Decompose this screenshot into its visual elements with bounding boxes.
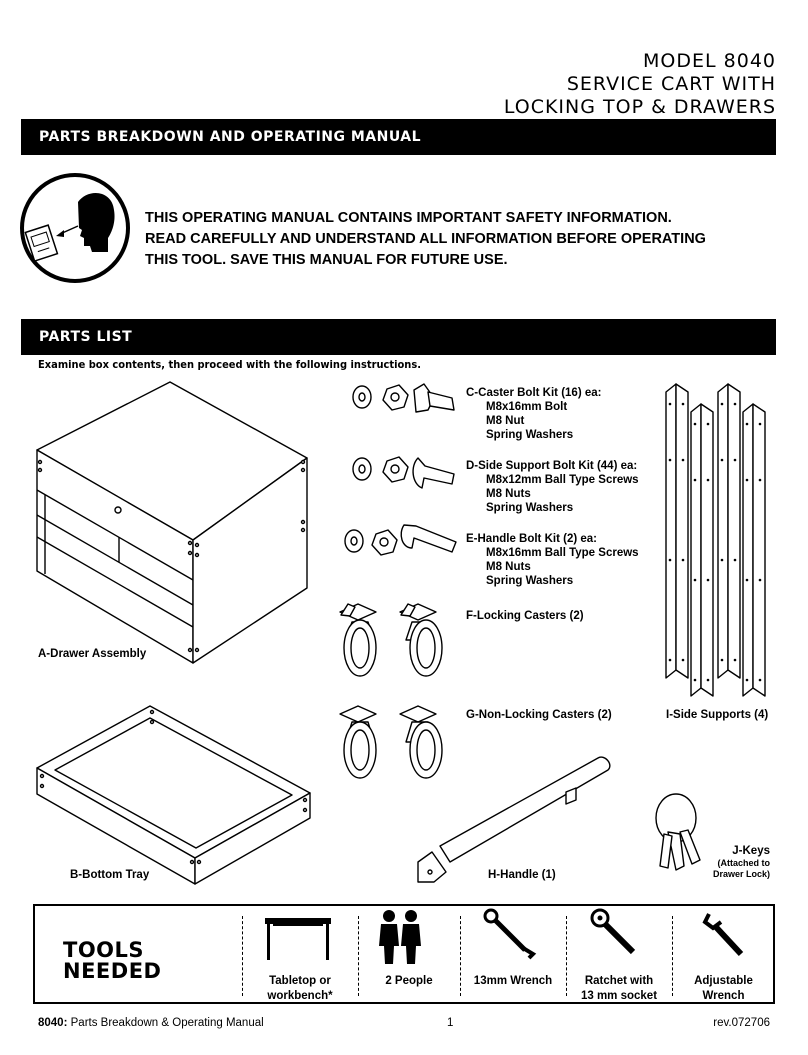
part-e-item: M8 Nuts — [486, 561, 531, 573]
part-e-title: E-Handle Bolt Kit (2) ea: — [466, 533, 597, 545]
handle-illustration — [417, 756, 611, 883]
tool-tabletop: Tabletop or workbench* — [242, 974, 358, 1004]
part-j-title: J-Keys — [732, 845, 770, 857]
tool-label: workbench* — [267, 990, 333, 1002]
bottom-tray-illustration — [36, 705, 311, 885]
side-support-bolt-kit-illustration — [352, 456, 455, 489]
revision: rev.072706 — [713, 1017, 770, 1029]
part-c-title: C-Caster Bolt Kit (16) ea: — [466, 387, 602, 399]
part-d-item: M8x12mm Ball Type Screws — [486, 474, 639, 486]
adjustable-wrench-icon — [702, 913, 744, 957]
table-icon — [265, 918, 331, 960]
model-line-2: SERVICE CART WITH — [566, 73, 776, 95]
tools-needed-title: TOOLS NEEDED — [63, 940, 161, 982]
ratchet-icon — [590, 908, 636, 955]
instruction-text: Examine box contents, then proceed with … — [38, 358, 421, 371]
part-j-note-1: (Attached to — [717, 858, 771, 868]
part-d-item: Spring Washers — [486, 502, 574, 514]
non-locking-casters-illustration — [339, 705, 443, 779]
caster-bolt-kit-illustration — [352, 383, 455, 413]
part-d-label: D-Side Support Bolt Kit (44) ea: M8x12mm… — [466, 459, 639, 515]
tool-wrench: 13mm Wrench — [460, 974, 566, 989]
tool-label: Ratchet with — [584, 975, 654, 987]
part-e-item: Spring Washers — [486, 575, 574, 587]
model-title: MODEL 8040 SERVICE CART WITH LOCKING TOP… — [504, 50, 776, 119]
divider — [358, 916, 359, 996]
part-e-item: M8x16mm Ball Type Screws — [486, 547, 639, 559]
part-b-label: B-Bottom Tray — [70, 869, 150, 881]
tools-title-line-1: TOOLS — [63, 938, 145, 962]
part-c-label: C-Caster Bolt Kit (16) ea: M8x16mm Bolt … — [466, 386, 601, 442]
model-line-3: LOCKING TOP & DRAWERS — [503, 96, 776, 118]
safety-line-3: THIS TOOL. SAVE THIS MANUAL FOR FUTURE U… — [145, 252, 508, 268]
wrench-icon — [483, 908, 537, 960]
safety-notice: THIS OPERATING MANUAL CONTAINS IMPORTANT… — [145, 208, 706, 271]
part-g-label: G-Non-Locking Casters (2) — [466, 709, 612, 721]
tool-label: 13 mm socket — [580, 990, 658, 1002]
divider — [672, 916, 673, 996]
tools-icons — [265, 908, 744, 964]
tool-label: 2 People — [385, 975, 433, 987]
tool-label: 13mm Wrench — [473, 975, 553, 987]
divider — [460, 916, 461, 996]
safety-line-2: READ CAREFULLY AND UNDERSTAND ALL INFORM… — [145, 231, 706, 247]
part-i-label: I-Side Supports (4) — [666, 709, 769, 721]
tools-needed-box: TOOLS NEEDED — [33, 904, 775, 1004]
safety-line-1: THIS OPERATING MANUAL CONTAINS IMPORTANT… — [145, 210, 672, 226]
tool-label: Wrench — [702, 990, 745, 1002]
part-f-label: F-Locking Casters (2) — [466, 610, 584, 622]
page-number: 1 — [447, 1017, 454, 1029]
part-c-item: M8x16mm Bolt — [486, 401, 568, 413]
locking-casters-illustration — [339, 603, 443, 677]
side-supports-illustration — [665, 383, 766, 697]
part-d-title: D-Side Support Bolt Kit (44) ea: — [466, 460, 638, 472]
divider — [566, 916, 567, 996]
part-e-label: E-Handle Bolt Kit (2) ea: M8x16mm Ball T… — [466, 532, 639, 588]
part-c-item: M8 Nut — [486, 415, 525, 427]
part-c-item: Spring Washers — [486, 429, 574, 441]
section-header-manual: PARTS BREAKDOWN AND OPERATING MANUAL — [21, 119, 776, 155]
tool-label: Tabletop or — [269, 975, 331, 987]
people-icon — [379, 910, 421, 964]
tool-ratchet: Ratchet with 13 mm socket — [566, 974, 672, 1004]
tools-title-line-2: NEEDED — [63, 959, 162, 983]
part-a-label: A-Drawer Assembly — [38, 648, 147, 660]
footer-doc-title: Parts Breakdown & Operating Manual — [70, 1017, 264, 1029]
part-j-label: J-Keys (Attached to Drawer Lock) — [713, 844, 770, 880]
tool-label: Adjustable — [694, 975, 753, 987]
part-j-note-2: Drawer Lock) — [712, 869, 770, 879]
tool-adjustable-wrench: Adjustable Wrench — [672, 974, 775, 1004]
footer-title: 8040: Parts Breakdown & Operating Manual — [38, 1017, 264, 1029]
model-line-1: MODEL 8040 — [643, 50, 776, 72]
part-d-item: M8 Nuts — [486, 488, 531, 500]
section-header-parts-list: PARTS LIST — [21, 319, 776, 355]
divider — [242, 916, 243, 996]
keys-illustration — [655, 793, 701, 871]
handle-bolt-kit-illustration — [344, 524, 457, 556]
drawer-assembly-illustration — [36, 381, 308, 664]
tool-people: 2 People — [358, 974, 460, 989]
footer-model: 8040: — [38, 1017, 68, 1029]
part-h-label: H-Handle (1) — [488, 869, 556, 881]
